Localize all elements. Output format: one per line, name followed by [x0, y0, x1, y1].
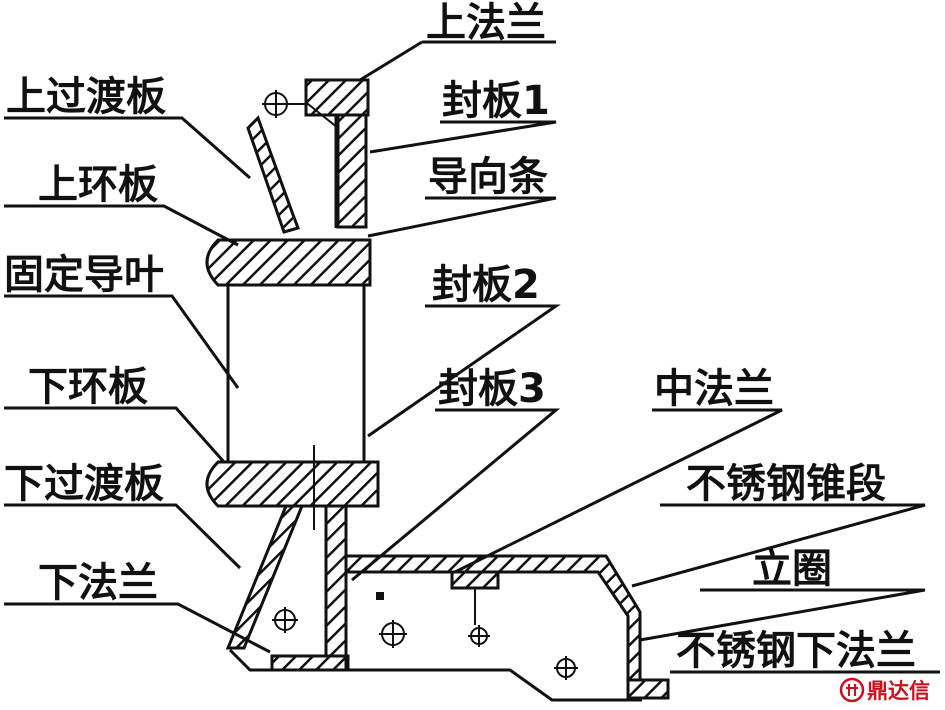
small-square-marker — [376, 592, 384, 600]
upper-transition-plate-section — [246, 103, 339, 234]
sealing-plate-3-section — [324, 504, 348, 658]
upper-ring-plate-section — [205, 238, 372, 287]
label-sealing-plate-3: 封板3 — [438, 366, 546, 412]
label-lower-transition-plate: 下过渡板 — [4, 461, 164, 507]
bolt-symbol-lower-left — [272, 607, 298, 633]
bolt-symbol-lower-middle — [379, 620, 407, 648]
bottom-outline — [228, 648, 642, 702]
lower-flange-section — [270, 654, 350, 672]
label-upper-ring-plate: 上环板 — [38, 162, 158, 208]
label-upper-flange: 上法兰 — [426, 0, 546, 46]
watermark-logo: 鼎达信 — [839, 677, 930, 703]
label-stainless-cone-section: 不锈钢锥段 — [686, 461, 886, 507]
label-vertical-ring: 立圈 — [752, 546, 832, 592]
label-guide-strip: 导向条 — [428, 154, 548, 200]
label-lower-ring-plate: 下环板 — [28, 364, 148, 410]
label-fixed-guide-vane: 固定导叶 — [4, 252, 164, 298]
label-upper-transition-plate: 上过渡板 — [6, 74, 166, 120]
label-lower-flange: 下法兰 — [38, 560, 158, 606]
label-stainless-lower-flange: 不锈钢下法兰 — [676, 628, 916, 674]
vertical-ring-section — [626, 678, 670, 700]
label-middle-flange: 中法兰 — [654, 366, 774, 412]
sealing-plate-1-section — [336, 113, 368, 229]
bolt-symbol-upper — [262, 90, 290, 118]
label-sealing-plate-1: 封板1 — [442, 78, 550, 124]
middle-flange-section — [450, 570, 500, 625]
lower-transition-plate-section — [225, 504, 305, 650]
label-sealing-plate-2: 封板2 — [432, 262, 540, 308]
bolt-symbol-middle-flange — [468, 625, 490, 647]
watermark-text: 鼎达信 — [867, 679, 930, 703]
bolt-symbol-lower-right — [554, 656, 578, 680]
lower-ring-plate-section — [205, 445, 380, 530]
leader-lines — [4, 40, 940, 674]
